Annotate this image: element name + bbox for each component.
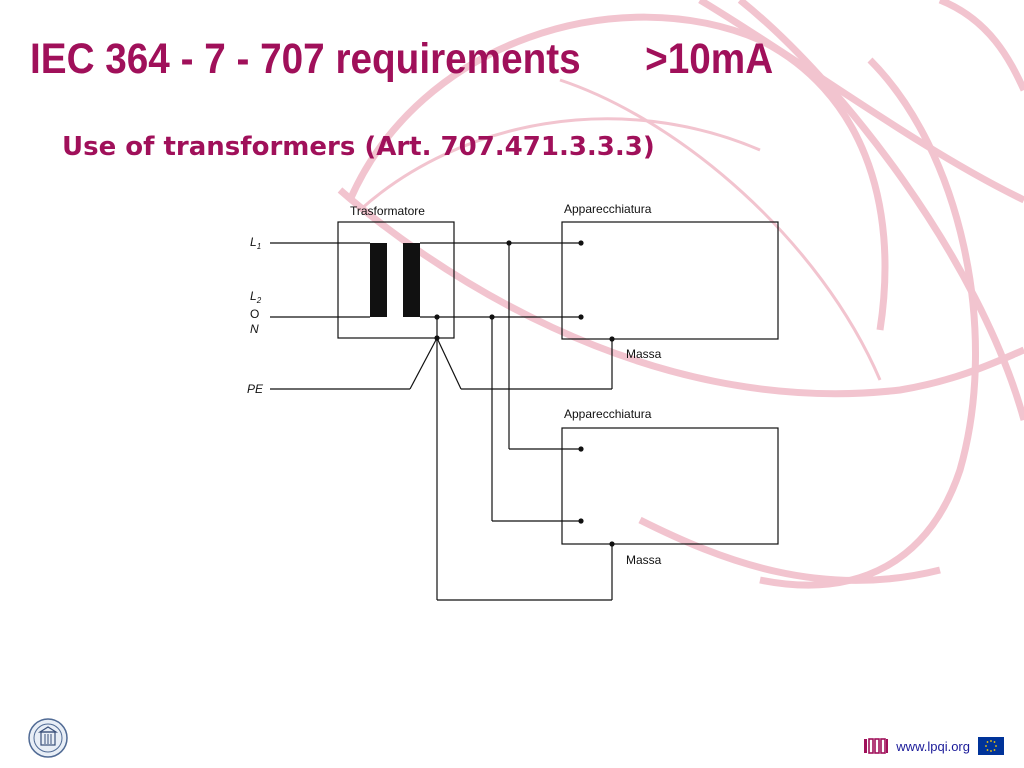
o-label: O — [250, 307, 259, 321]
n-label: N — [250, 322, 259, 336]
slide-title: IEC 364 - 7 - 707 requirements >10mA — [30, 35, 774, 83]
pe-connector-left — [409, 337, 438, 390]
transformer-core-left — [370, 243, 387, 317]
equipment-box-bottom — [561, 427, 779, 545]
footer-branding: www.lpqi.org — [864, 734, 1004, 758]
university-seal-icon — [28, 718, 68, 758]
junction-dot — [434, 335, 440, 341]
transformer-box — [337, 221, 455, 339]
equipment-bottom-label: Apparecchiatura — [564, 407, 652, 421]
lpqi-logo-icon — [864, 738, 889, 754]
equipment-top-label: Apparecchiatura — [564, 202, 652, 216]
swoosh-arc-7 — [638, 516, 941, 584]
swoosh-thin-2 — [358, 117, 761, 212]
footer-url-link[interactable]: www.lpqi.org — [896, 738, 970, 754]
eu-flag-icon — [978, 737, 1004, 755]
swoosh-arc-2 — [698, 0, 1024, 204]
l2-label: L2 — [250, 289, 262, 305]
swoosh-arc-5 — [737, 0, 1024, 421]
transformer-core-right — [403, 243, 420, 317]
junction-dot — [506, 240, 512, 246]
swoosh-arc-1 — [346, 13, 889, 331]
pe-label: PE — [247, 382, 264, 396]
l1-label: L1 — [250, 235, 261, 251]
slide-subtitle: Use of transformers (Art. 707.471.3.3.3) — [62, 132, 655, 162]
junction-dot — [578, 446, 584, 452]
transformer-label: Trasformatore — [350, 204, 425, 218]
junction-dot — [489, 314, 495, 320]
swoosh-thin-1 — [559, 78, 882, 381]
junction-dot — [609, 336, 615, 342]
junction-dot — [434, 314, 440, 320]
junction-dot — [578, 240, 584, 246]
swoosh-arc-6 — [938, 0, 1024, 92]
pe-connector-right — [436, 337, 462, 390]
equipment-box-top — [561, 221, 779, 340]
junction-dot — [578, 518, 584, 524]
ground-top-label: Massa — [626, 347, 662, 361]
ground-bottom-label: Massa — [626, 553, 662, 567]
junction-dot — [578, 314, 584, 320]
junction-dot — [609, 541, 615, 547]
